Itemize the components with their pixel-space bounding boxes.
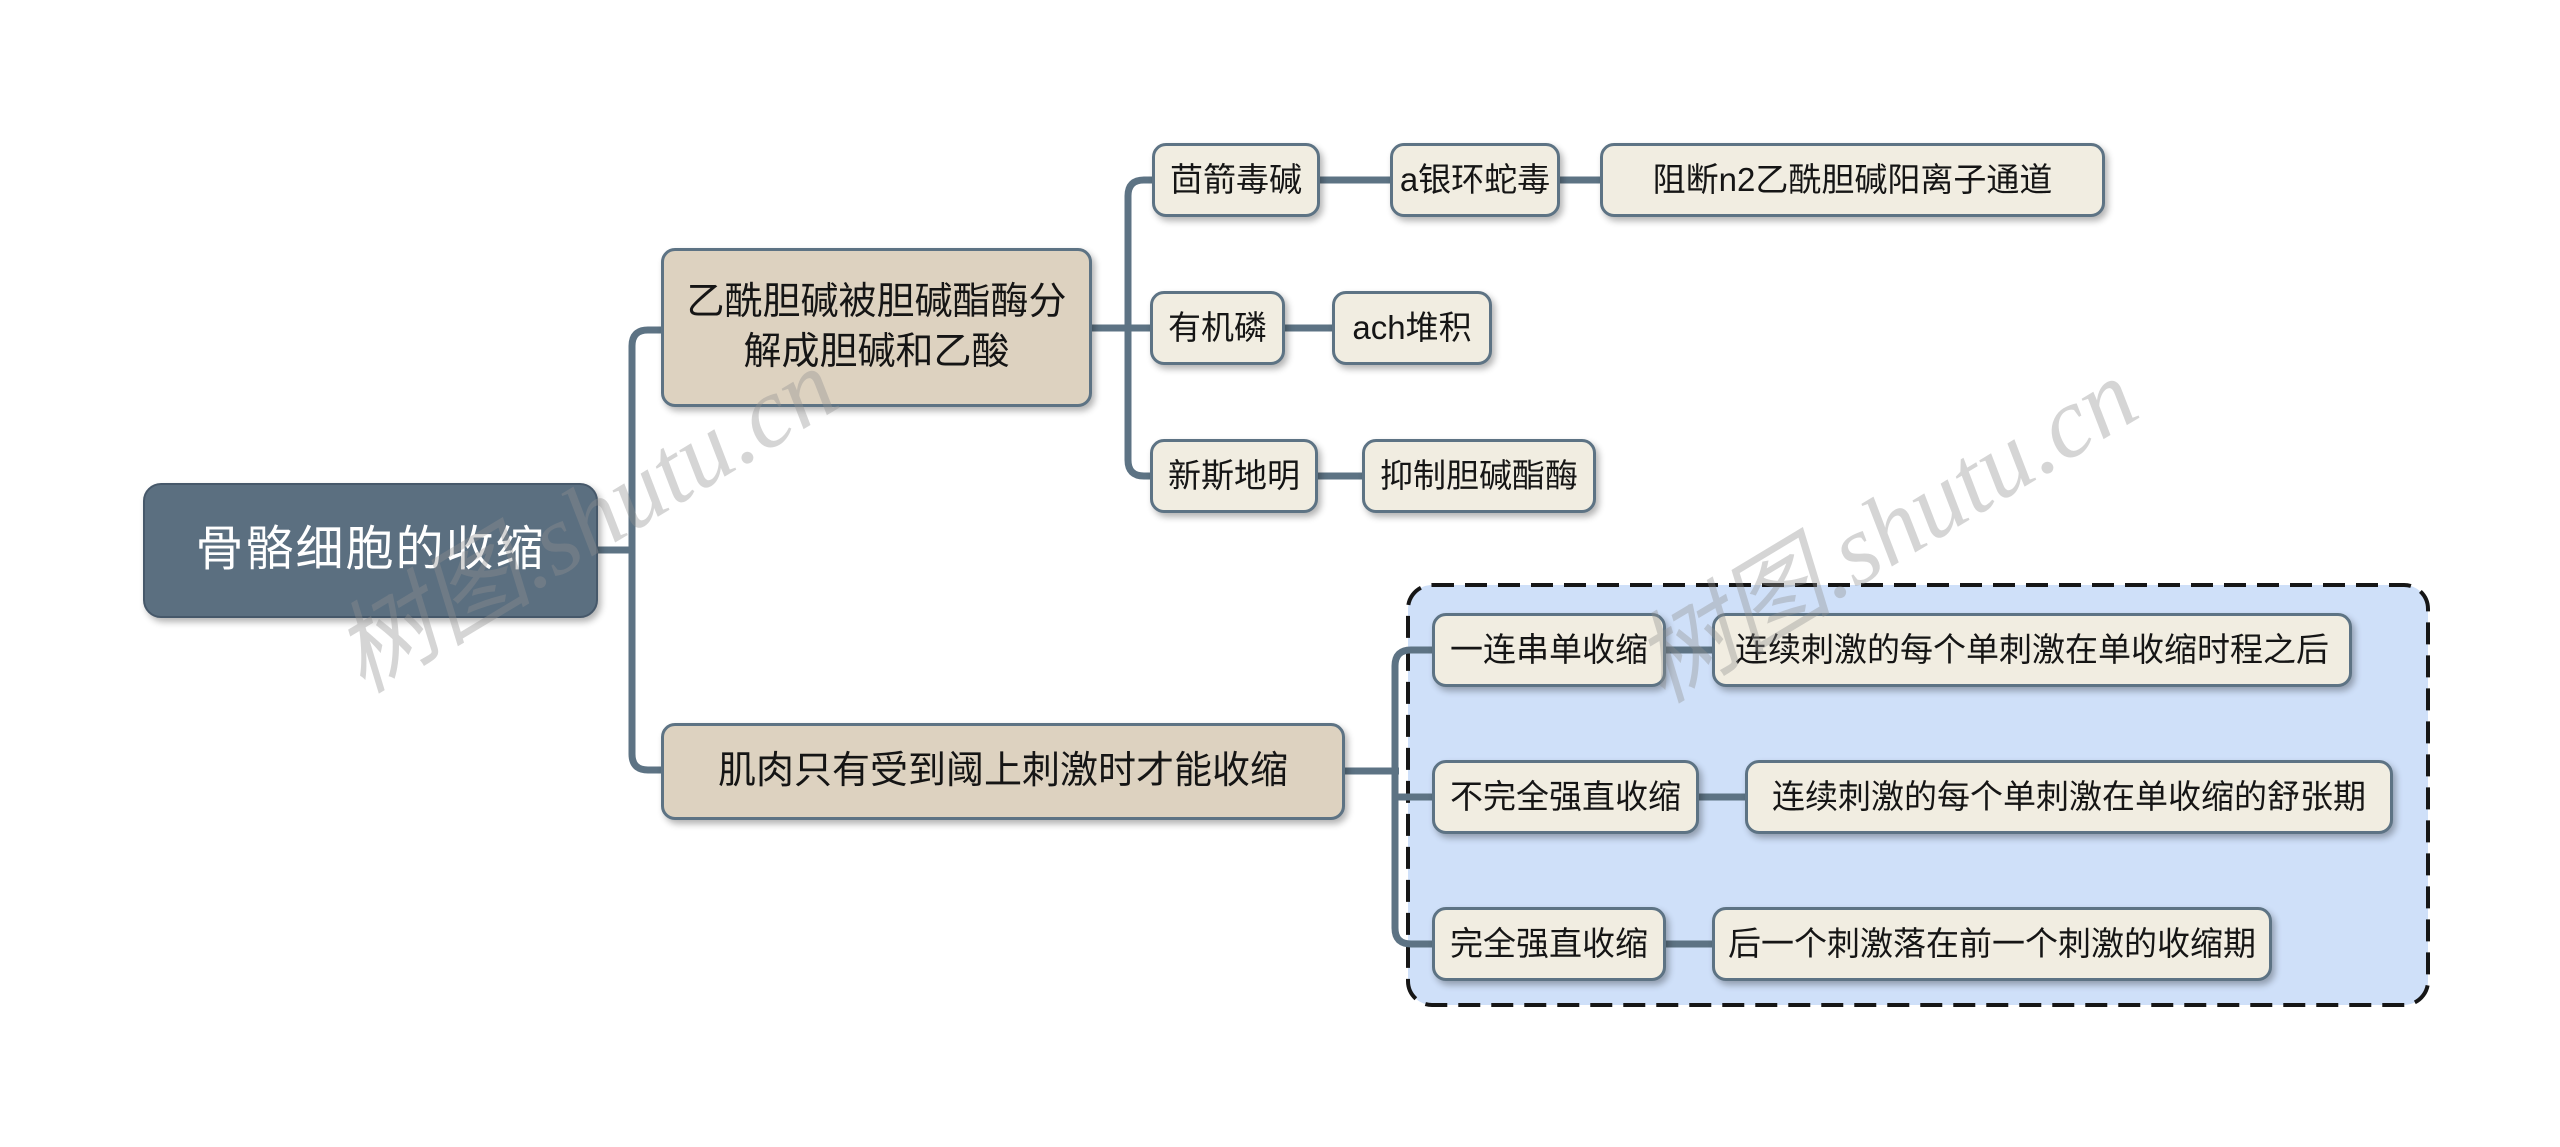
- leaf-bungarotoxin[interactable]: a银环蛇毒: [1390, 143, 1560, 217]
- branch-threshold-stimulus[interactable]: 肌肉只有受到阈上刺激时才能收缩: [661, 723, 1345, 820]
- leaf-neostigmine[interactable]: 新斯地明: [1150, 439, 1318, 513]
- leaf-curare[interactable]: 茴箭毒碱: [1152, 143, 1320, 217]
- root-node[interactable]: 骨骼细胞的收缩: [143, 483, 598, 618]
- leaf-complete-tetanus[interactable]: 完全强直收缩: [1432, 907, 1666, 981]
- leaf-incomplete-tetanus-detail[interactable]: 连续刺激的每个单刺激在单收缩的舒张期: [1745, 760, 2393, 834]
- connector-root-rail: [628, 326, 661, 774]
- leaf-incomplete-tetanus[interactable]: 不完全强直收缩: [1432, 760, 1699, 834]
- leaf-ach-accumulation[interactable]: ach堆积: [1332, 291, 1492, 365]
- connector-branch1-rail: [1124, 176, 1152, 480]
- leaf-organophosphate[interactable]: 有机磷: [1150, 291, 1285, 365]
- branch-acetylcholine[interactable]: 乙酰胆碱被胆碱酯酶分解成胆碱和乙酸: [661, 248, 1092, 407]
- leaf-complete-tetanus-detail[interactable]: 后一个刺激落在前一个刺激的收缩期: [1712, 907, 2272, 981]
- leaf-single-twitch-series[interactable]: 一连串单收缩: [1432, 613, 1666, 687]
- leaf-inhibit-cholinesterase[interactable]: 抑制胆碱酯酶: [1362, 439, 1596, 513]
- leaf-single-twitch-detail[interactable]: 连续刺激的每个单刺激在单收缩时程之后: [1712, 613, 2352, 687]
- leaf-block-n2-channel[interactable]: 阻断n2乙酰胆碱阳离子通道: [1600, 143, 2105, 217]
